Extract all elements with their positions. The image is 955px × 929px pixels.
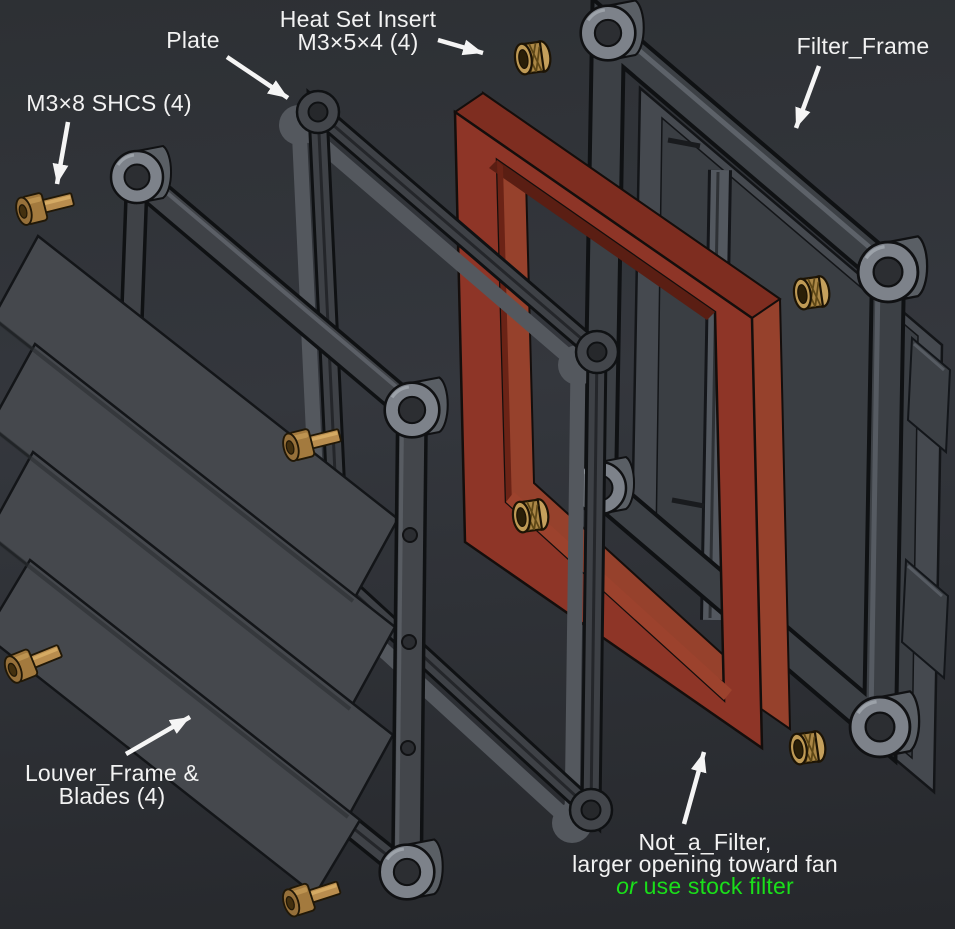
louver-line2: Blades (4) <box>58 783 166 809</box>
arrow-shcs <box>52 121 71 185</box>
callout-filter-frame-label: Filter_Frame <box>796 33 930 59</box>
not-a-filter-line2: larger opening toward fan <box>572 851 838 877</box>
callout-plate-label: Plate <box>166 27 220 53</box>
heat-set-insert <box>509 496 552 535</box>
plate-ear <box>568 787 614 833</box>
callout-not-a-filter-label: Not_a_Filter, larger opening toward fan … <box>555 829 855 899</box>
callout-arrows <box>52 37 822 825</box>
not-a-filter-line3: or use stock filter <box>555 873 855 899</box>
filter-frame-boss <box>579 0 646 62</box>
callout-louver-label: Louver_Frame & Blades (4) <box>8 762 216 808</box>
heat-set-insert <box>511 38 554 77</box>
arrow-heat-insert <box>437 37 484 56</box>
part-louver-frame-blades <box>0 144 450 901</box>
louver-blades <box>0 234 400 897</box>
callout-heat-set-insert-label: Heat Set Insert M3×5×4 (4) <box>268 8 448 54</box>
arrow-not-a-filter <box>681 751 707 825</box>
part-not-a-filter <box>453 91 792 751</box>
not-a-filter-line3-rest: use stock filter <box>637 873 794 899</box>
not-a-filter-line1: Not_a_Filter, <box>638 829 772 855</box>
arrow-filter-frame <box>793 65 822 129</box>
heat-set-insert-line1: Heat Set Insert <box>279 6 437 32</box>
shcs-screw <box>12 184 77 228</box>
callout-shcs-label: M3×8 SHCS (4) <box>26 90 192 116</box>
heat-set-insert <box>786 728 829 767</box>
louver-boss <box>109 144 173 205</box>
not-a-filter-line3-italic: or <box>616 873 638 899</box>
heat-set-insert-line2: M3×5×4 (4) <box>297 29 419 55</box>
louver-line1: Louver_Frame & <box>24 760 200 786</box>
arrow-louver <box>124 715 192 756</box>
plate-ear <box>574 329 620 375</box>
plate-ear <box>295 89 341 135</box>
arrow-plate <box>225 55 290 100</box>
heat-set-insert <box>790 273 833 312</box>
